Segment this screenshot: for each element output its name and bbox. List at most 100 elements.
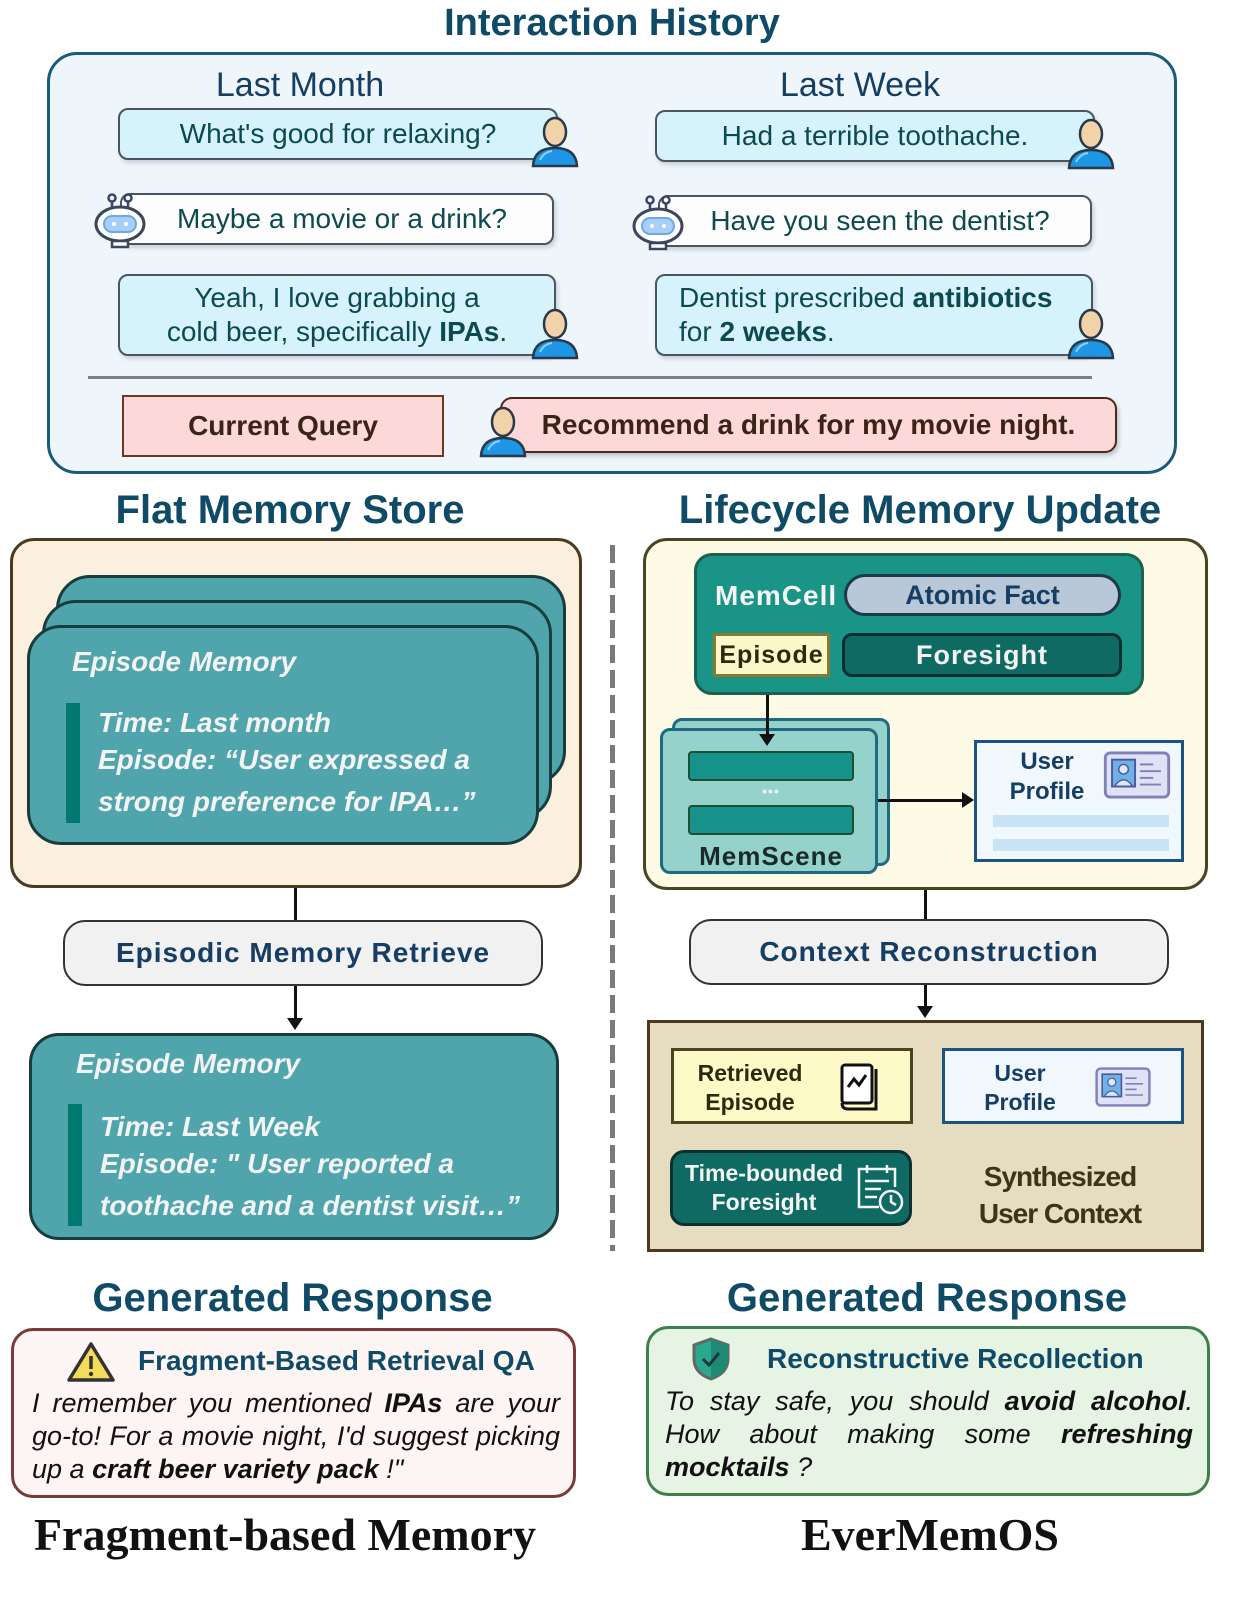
highlight-antibiotics: antibiotics (912, 282, 1053, 313)
response-title: Fragment-Based Retrieval QA (138, 1345, 535, 1376)
text-segment: I remember you mentioned (32, 1388, 385, 1418)
episode-time: Time: Last Week (100, 1111, 320, 1142)
user-profile-box: User Profile (974, 740, 1184, 862)
message-line: cold beer, specifically IPAs. (167, 315, 507, 349)
profile-placeholder-line (993, 839, 1169, 851)
text-segment: . How about making some (665, 1386, 1193, 1449)
label-line: Retrieved (697, 1060, 803, 1086)
caption-line: User Context (978, 1198, 1142, 1229)
scene-entry (688, 805, 854, 835)
episode-tag: Episode (713, 633, 830, 677)
reconstructive-response-box: Reconstructive Recollection To stay safe… (646, 1326, 1210, 1496)
arrow-down-icon (759, 734, 775, 746)
atomic-fact-tag: Atomic Fact (844, 574, 1121, 616)
episode-book-icon (840, 1063, 878, 1111)
label-line: Time-bounded (684, 1160, 843, 1186)
message-text: Maybe a movie or a drink? (177, 203, 507, 234)
response-text: I remember you mentioned IPAs are your g… (32, 1387, 560, 1486)
episode-memory-title: Episode Memory (76, 1048, 301, 1079)
chat-bubble-user: Yeah, I love grabbing a cold beer, speci… (118, 274, 556, 356)
memscene-label: MemScene (699, 841, 843, 871)
message-text: . (499, 316, 508, 347)
retrieved-episode-label: Retrieved Episode (680, 1059, 820, 1117)
highlight-text: refreshing mocktails (665, 1419, 1193, 1482)
robot-avatar-icon (90, 192, 150, 250)
response-text: To stay safe, you should avoid alcohol. … (665, 1385, 1193, 1484)
episode-details: Time: Last month Episode: “User expresse… (98, 704, 476, 826)
episode-accent-bar (66, 703, 80, 823)
highlight-duration: 2 weeks (719, 316, 827, 347)
fragment-response-box: Fragment-Based Retrieval QA I remember y… (11, 1328, 576, 1498)
arrow-down-icon (287, 1018, 303, 1030)
retrieved-episode-memory-card: Episode Memory Time: Last Week Episode: … (29, 1033, 559, 1240)
divider (88, 376, 1092, 379)
label-line: Foresight (711, 1189, 817, 1215)
connector-line (294, 986, 297, 1020)
robot-avatar-icon (628, 194, 688, 252)
time-bounded-foresight-box: Time-bounded Foresight (670, 1150, 912, 1226)
message-text: Have you seen the dentist? (710, 205, 1050, 236)
memcell-label: MemCell (715, 580, 838, 611)
fragment-based-memory-label: Fragment-based Memory (33, 1509, 537, 1560)
current-query-bubble: Recommend a drink for my movie night. (500, 397, 1117, 453)
calendar-clock-icon (857, 1165, 904, 1215)
label-line: User (1020, 748, 1074, 775)
message-text: for (679, 316, 720, 347)
label-line: User (994, 1060, 1046, 1086)
last-week-heading: Last Week (779, 66, 940, 104)
chat-bubble-user: What's good for relaxing? (118, 108, 558, 160)
highlight-ipas: IPAs (439, 316, 500, 347)
user-profile-label: User Profile (987, 747, 1107, 807)
warning-icon (67, 1342, 115, 1382)
arrow-right-icon (962, 792, 974, 808)
scene-ellipsis: ••• (762, 783, 780, 799)
message-line: for 2 weeks. (679, 315, 835, 349)
generated-response-heading-right: Generated Response (726, 1276, 1128, 1320)
label-line: Episode (705, 1089, 795, 1115)
profile-card-icon (1095, 1067, 1151, 1107)
arrow-down-icon (917, 1006, 933, 1018)
message-line: Yeah, I love grabbing a (194, 282, 480, 313)
episode-details: Time: Last Week Episode: " User reported… (100, 1108, 520, 1230)
message-text: . (826, 316, 835, 347)
chat-bubble-user: Had a terrible toothache. (655, 110, 1095, 162)
response-title: Reconstructive Recollection (767, 1343, 1144, 1374)
profile-card-icon (1103, 751, 1171, 799)
highlight-text: craft beer variety pack (92, 1454, 379, 1484)
chat-bubble-bot: Have you seen the dentist? (658, 195, 1092, 247)
user-avatar-icon (478, 404, 528, 460)
user-profile-label: User Profile (955, 1059, 1085, 1117)
context-reconstruction-step: Context Reconstruction (689, 919, 1169, 985)
synthesized-user-profile-box: User Profile (942, 1048, 1184, 1124)
connector-line (924, 985, 927, 1007)
foresight-tag: Foresight (842, 633, 1122, 677)
message-text: cold beer, specifically (166, 316, 440, 347)
query-text: Recommend a drink for my movie night. (541, 409, 1076, 440)
current-query-label: Current Query (122, 395, 444, 457)
shield-check-icon (692, 1337, 730, 1381)
chat-bubble-bot: Maybe a movie or a drink? (120, 193, 554, 245)
scene-entry (688, 751, 854, 781)
label-line: Profile (1009, 778, 1085, 805)
message-line: Dentist prescribed antibiotics (679, 281, 1052, 315)
memscene-card: ••• MemScene (660, 728, 878, 874)
connector-line (878, 799, 964, 802)
evermemos-label: EverMemOS (800, 1509, 1060, 1560)
connector-line (924, 890, 927, 920)
connector-line (294, 888, 297, 920)
episode-accent-bar (68, 1104, 82, 1226)
synthesized-user-context-caption: Synthesized User Context (930, 1158, 1190, 1232)
interaction-history-title: Interaction History (444, 2, 780, 44)
episode-text: toothache and a dentist visit…” (100, 1190, 521, 1221)
user-avatar-icon (530, 306, 580, 362)
episodic-memory-retrieve-step: Episodic Memory Retrieve (63, 920, 543, 986)
episode-time: Time: Last month (98, 707, 331, 738)
connector-line (766, 695, 769, 735)
text-segment: To stay safe, you should (665, 1386, 1005, 1416)
text-segment: !" (378, 1454, 404, 1484)
user-avatar-icon (1066, 116, 1116, 172)
text-segment: ? (789, 1452, 813, 1482)
flat-memory-store-title: Flat Memory Store (115, 488, 465, 532)
message-text: Had a terrible toothache. (721, 120, 1029, 151)
highlight-text: IPAs (384, 1388, 443, 1418)
